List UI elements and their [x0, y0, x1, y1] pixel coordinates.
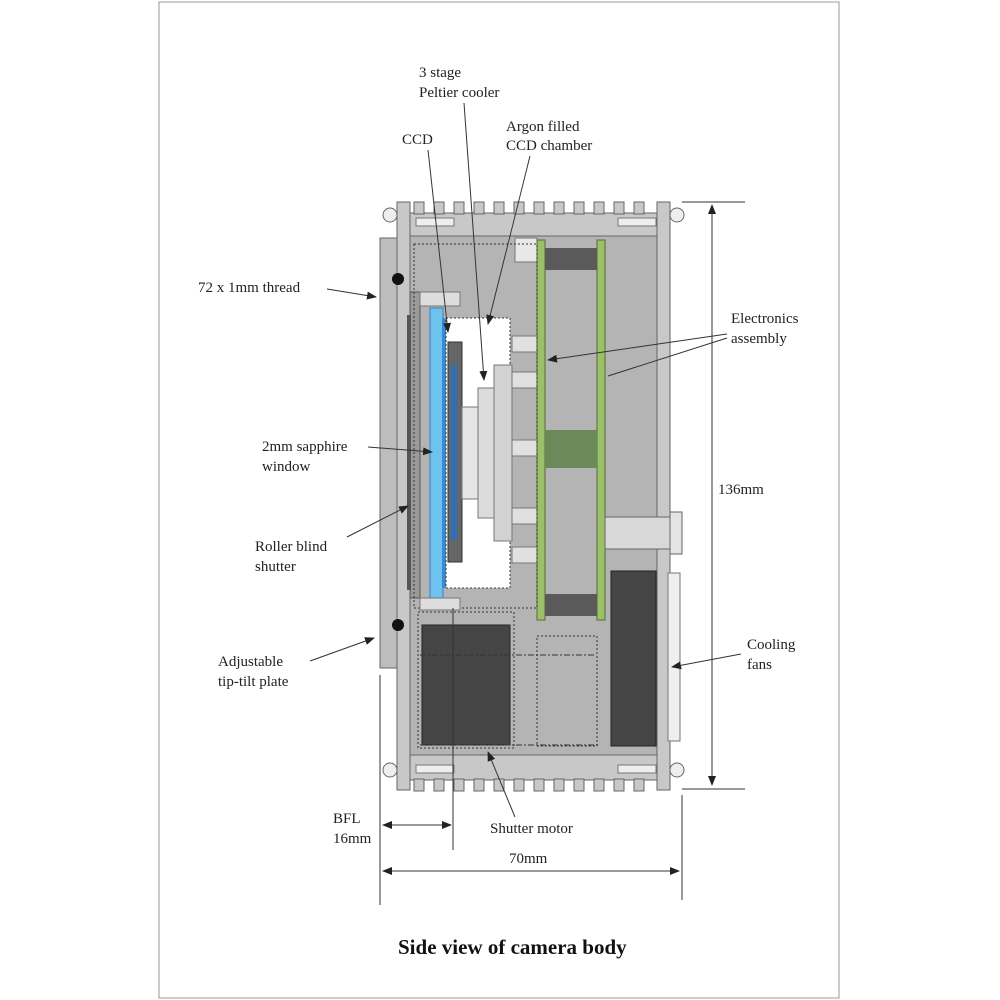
label-ccd: CCD — [402, 132, 433, 148]
label-height-dim: 136mm — [718, 482, 764, 498]
label-sapphire-1: 2mm sapphire — [262, 439, 348, 455]
label-tiptilt-1: Adjustable — [218, 654, 283, 670]
label-bfl-1: BFL — [333, 811, 361, 827]
rear-connector — [604, 516, 671, 550]
label-thread: 72 x 1mm thread — [198, 280, 301, 296]
label-bfl-2: 16mm — [333, 831, 372, 847]
label-shutter-motor: Shutter motor — [490, 821, 573, 837]
right-wall — [656, 201, 671, 791]
bottom-fins — [409, 754, 663, 792]
camera-body — [379, 201, 685, 792]
fan-grille — [667, 572, 681, 742]
label-peltier-2: Peltier cooler — [419, 85, 499, 101]
label-peltier-1: 3 stage — [419, 65, 461, 81]
label-tiptilt-2: tip-tilt plate — [218, 674, 289, 690]
label-shutter-2: shutter — [255, 559, 296, 575]
label-cooling-2: fans — [747, 657, 772, 673]
ccd-sensor — [451, 365, 457, 540]
label-width-dim: 70mm — [509, 851, 548, 867]
sapphire-window — [429, 307, 444, 599]
thread-ring — [409, 291, 421, 599]
peltier-stage-2 — [477, 387, 495, 519]
electronics-assembly — [536, 239, 606, 621]
shutter-motor — [417, 611, 515, 749]
label-electronics-1: Electronics — [731, 311, 799, 327]
label-electronics-2: assembly — [731, 331, 787, 347]
label-argon-1: Argon filled — [506, 119, 580, 135]
label-sapphire-2: window — [262, 459, 311, 475]
label-argon-2: CCD chamber — [506, 138, 592, 154]
label-cooling-1: Cooling — [747, 637, 796, 653]
tip-tilt-plate — [379, 237, 398, 669]
peltier-stage-3 — [493, 364, 513, 542]
diagram-title: Side view of camera body — [398, 935, 627, 959]
roller-blind-shutter — [407, 315, 411, 590]
peltier-stage-1 — [461, 406, 479, 500]
cooling-fan-2 — [610, 570, 657, 747]
cooling-fan-1 — [421, 624, 511, 746]
label-shutter-1: Roller blind — [255, 539, 328, 555]
